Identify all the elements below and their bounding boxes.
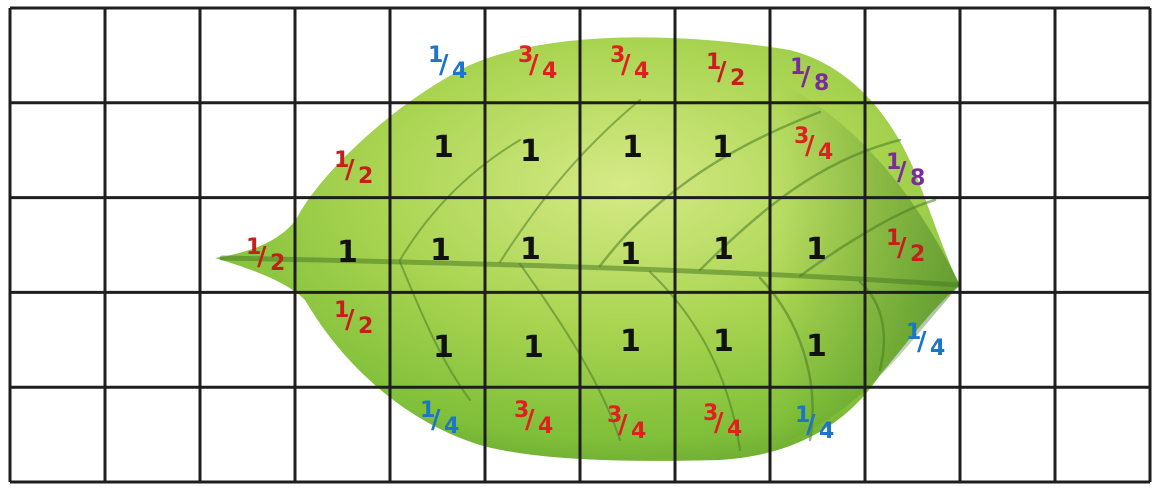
fraction-slash: / <box>801 64 811 90</box>
cell-fraction-label: 3/4 <box>703 403 743 445</box>
fraction-slash: / <box>897 235 907 261</box>
cell-whole-label: 1 <box>713 327 734 357</box>
cell-fraction-label: 3/4 <box>610 45 650 87</box>
fraction-slash: / <box>439 52 449 78</box>
fraction-denominator: 4 <box>818 142 833 164</box>
fraction-slash: / <box>621 52 631 78</box>
fraction-slash: / <box>345 307 355 333</box>
cell-fraction-label: 1/4 <box>428 45 468 87</box>
cell-fraction-label: 1/2 <box>334 150 374 192</box>
cell-whole-label: 1 <box>712 133 733 163</box>
cell-whole-label: 1 <box>620 240 641 270</box>
cell-whole-label: 1 <box>622 133 643 163</box>
cell-fraction-label: 1/4 <box>420 400 460 442</box>
fraction-denominator: 2 <box>730 68 745 90</box>
cell-whole-label: 1 <box>433 333 454 363</box>
cell-fraction-label: 1/2 <box>246 237 286 279</box>
fraction-slash: / <box>806 412 816 438</box>
cell-whole-label: 1 <box>430 236 451 266</box>
fraction-denominator: 4 <box>538 416 553 438</box>
cell-fraction-label: 3/4 <box>794 126 834 168</box>
cell-whole-label: 1 <box>806 332 827 362</box>
cell-whole-label: 1 <box>520 137 541 167</box>
fraction-slash: / <box>714 410 724 436</box>
cell-fraction-label: 3/4 <box>607 405 647 447</box>
cell-fraction-label: 1/4 <box>795 405 835 447</box>
fraction-slash: / <box>805 133 815 159</box>
cell-fraction-label: 1/2 <box>706 52 746 94</box>
cell-whole-label: 1 <box>433 133 454 163</box>
fraction-slash: / <box>345 157 355 183</box>
cell-whole-label: 1 <box>337 238 358 268</box>
leaf <box>215 37 960 461</box>
cell-whole-label: 1 <box>620 327 641 357</box>
fraction-denominator: 4 <box>634 61 649 83</box>
fraction-denominator: 8 <box>814 73 829 95</box>
fraction-denominator: 4 <box>819 421 834 443</box>
cell-fraction-label: 1/2 <box>886 228 926 270</box>
cell-fraction-label: 1/8 <box>790 57 830 99</box>
fraction-denominator: 8 <box>910 168 925 190</box>
fraction-denominator: 4 <box>631 421 646 443</box>
fraction-slash: / <box>917 329 927 355</box>
cell-whole-label: 1 <box>520 235 541 265</box>
cell-whole-label: 1 <box>713 235 734 265</box>
fraction-denominator: 2 <box>358 166 373 188</box>
cell-whole-label: 1 <box>523 333 544 363</box>
cell-fraction-label: 1/4 <box>906 322 946 364</box>
cell-whole-label: 1 <box>806 235 827 265</box>
fraction-denominator: 4 <box>542 61 557 83</box>
fraction-slash: / <box>525 407 535 433</box>
fraction-denominator: 4 <box>727 419 742 441</box>
cell-fraction-label: 3/4 <box>514 400 554 442</box>
fraction-slash: / <box>618 412 628 438</box>
fraction-slash: / <box>431 407 441 433</box>
fraction-denominator: 4 <box>452 61 467 83</box>
fraction-slash: / <box>717 59 727 85</box>
fraction-slash: / <box>897 159 907 185</box>
grid-lines <box>10 8 1150 482</box>
cell-fraction-label: 1/8 <box>886 152 926 194</box>
fraction-denominator: 2 <box>270 253 285 275</box>
fraction-denominator: 4 <box>930 338 945 360</box>
cell-fraction-label: 1/2 <box>334 300 374 342</box>
fraction-slash: / <box>529 52 539 78</box>
cell-fraction-label: 3/4 <box>518 45 558 87</box>
fraction-denominator: 4 <box>444 416 459 438</box>
fraction-slash: / <box>257 244 267 270</box>
fraction-denominator: 2 <box>358 316 373 338</box>
fraction-denominator: 2 <box>910 244 925 266</box>
